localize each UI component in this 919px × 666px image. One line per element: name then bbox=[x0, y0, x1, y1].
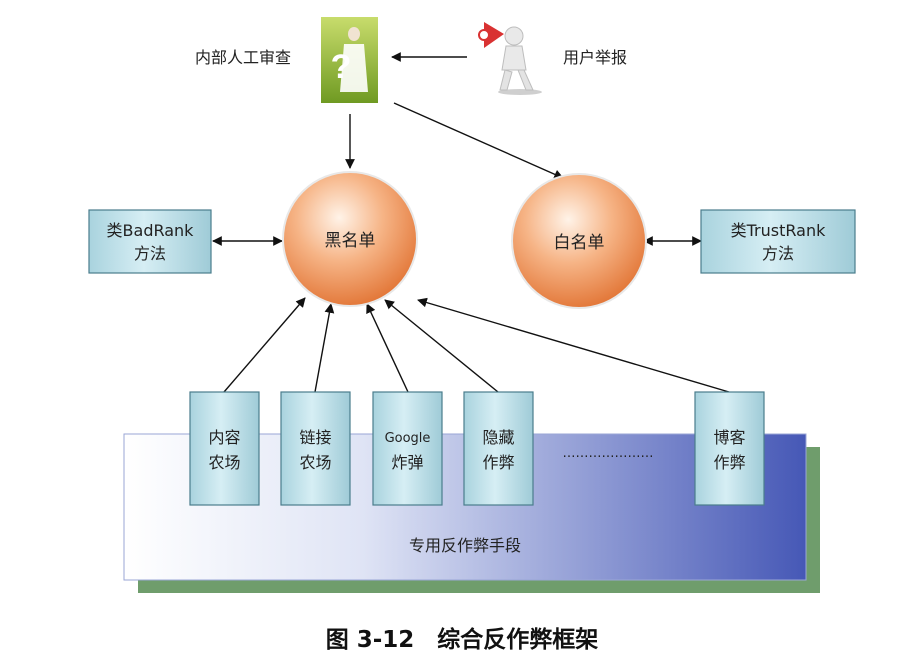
question-person-icon: ? bbox=[321, 17, 378, 103]
manual-review-label: 内部人工审查 bbox=[195, 48, 291, 67]
arrow-tech-5 bbox=[418, 300, 729, 392]
blacklist-label: 黑名单 bbox=[325, 231, 376, 251]
technique-google-bomb: Google 炸弹 bbox=[373, 392, 442, 505]
arrow-tech-2 bbox=[315, 304, 331, 392]
figure-caption: 图 3-12 综合反作弊框架 bbox=[326, 626, 599, 653]
technique-label-line1: 隐藏 bbox=[482, 428, 514, 447]
technique-content-farm: 内容 农场 bbox=[190, 392, 259, 505]
whitelist-label: 白名单 bbox=[554, 233, 605, 253]
trustrank-label-line2: 方法 bbox=[762, 244, 794, 263]
technique-label-line1: 博客 bbox=[713, 428, 745, 447]
technique-box bbox=[373, 392, 442, 505]
technique-label-line1: 内容 bbox=[208, 428, 240, 447]
trustrank-box bbox=[701, 210, 855, 273]
badrank-box bbox=[89, 210, 211, 273]
technique-link-farm: 链接 农场 bbox=[281, 392, 350, 505]
whitelist-node: 白名单 bbox=[512, 174, 646, 308]
trustrank-node: 类TrustRank 方法 bbox=[701, 210, 855, 273]
technique-box bbox=[281, 392, 350, 505]
technique-box bbox=[190, 392, 259, 505]
arrow-tech-3 bbox=[367, 304, 408, 392]
svg-text:?: ? bbox=[331, 48, 352, 86]
technique-box bbox=[464, 392, 533, 505]
badrank-label-line1: 类BadRank bbox=[107, 221, 195, 240]
user-report-group: 用户举报 bbox=[479, 22, 627, 95]
ellipsis-dots: ………………… bbox=[563, 446, 654, 461]
platform-label: 专用反作弊手段 bbox=[409, 536, 521, 555]
technique-label-line1: 链接 bbox=[299, 428, 331, 447]
technique-cloaking: 隐藏 作弊 bbox=[464, 392, 533, 505]
technique-label-line2: 农场 bbox=[208, 453, 240, 472]
user-report-label: 用户举报 bbox=[563, 48, 627, 67]
arrow-tech-1 bbox=[224, 298, 305, 392]
technique-label-line2: 作弊 bbox=[713, 453, 745, 472]
technique-box bbox=[695, 392, 764, 505]
badrank-node: 类BadRank 方法 bbox=[89, 210, 211, 273]
blacklist-node: 黑名单 bbox=[283, 172, 417, 306]
technique-label-line1: Google bbox=[385, 431, 431, 446]
arrow-review-to-whitelist bbox=[394, 103, 563, 178]
badrank-label-line2: 方法 bbox=[134, 244, 166, 263]
technique-label-line2: 炸弹 bbox=[391, 453, 423, 472]
technique-label-line2: 农场 bbox=[299, 453, 331, 472]
technique-blog-spam: 博客 作弊 bbox=[695, 392, 764, 505]
technique-label-line2: 作弊 bbox=[482, 453, 514, 472]
megaphone-person-icon bbox=[479, 22, 542, 95]
trustrank-label-line1: 类TrustRank bbox=[731, 221, 826, 240]
manual-review-group: 内部人工审查 ? bbox=[195, 17, 378, 103]
